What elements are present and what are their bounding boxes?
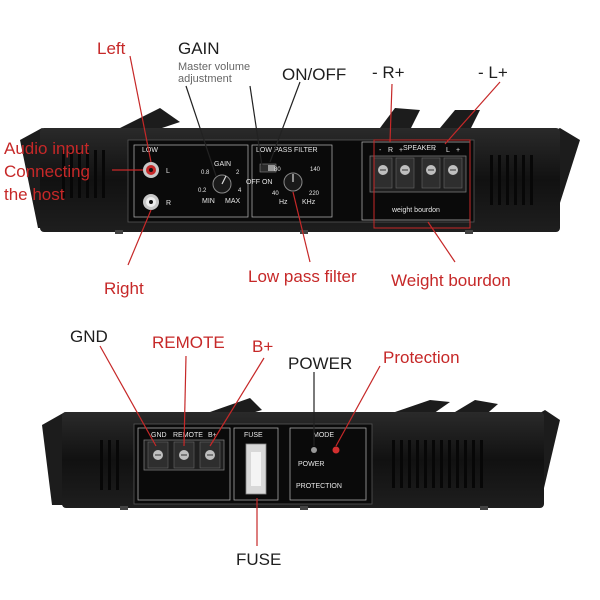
label-left: Left (97, 39, 126, 58)
gain-min-label: MIN (202, 198, 215, 205)
gain-knob-pointer (221, 175, 227, 185)
weight-bourdon-leader (427, 221, 456, 263)
r-plus-leader (389, 83, 393, 143)
panel-mode-label: MODE (313, 432, 334, 439)
gain-max-label: MAX (225, 198, 241, 205)
label-audio-input-3: the host (4, 185, 65, 204)
label-protection: Protection (383, 348, 460, 367)
panel-b-plus-label: B+ (208, 432, 217, 439)
lpf-switch-slider (268, 165, 275, 171)
top-amplifier: LOW L R GAIN 0.8 2 0.2 4 MIN MAX LOW PAS… (20, 108, 580, 234)
sp-r-label: R (388, 147, 393, 154)
label-right: Right (104, 279, 144, 298)
top-fin (120, 108, 180, 132)
gain-leader (185, 85, 217, 177)
on-off-leader-2 (269, 81, 301, 163)
rca-left-pin (149, 168, 153, 172)
lpf-tick-220: 220 (309, 191, 320, 197)
panel-l-label: L (166, 168, 170, 175)
sp-r-plus-label: + (399, 147, 403, 154)
panel-weight-bourdon: weight bourdon (391, 207, 440, 214)
lpf-section-frame (251, 144, 333, 218)
remote-leader (183, 355, 187, 447)
left-vents (62, 150, 105, 198)
gain-tick-02: 0.2 (198, 188, 207, 194)
right-vents (490, 155, 533, 205)
sp-l-label: L (446, 147, 450, 154)
speaker-highlight-box (373, 139, 471, 229)
label-gain: GAIN (178, 39, 220, 58)
label-l-plus: - L+ (478, 63, 508, 82)
lpf-tick-40: 40 (272, 191, 279, 197)
label-remote: REMOTE (152, 333, 225, 352)
mount-foot (300, 230, 308, 234)
lpf-hz-label: Hz (279, 199, 288, 206)
label-gnd: GND (70, 327, 108, 346)
power-led (311, 447, 317, 453)
label-audio-input-2: Connecting (4, 162, 90, 181)
gain-tick-08: 0.8 (201, 170, 210, 176)
label-fuse: FUSE (236, 550, 281, 569)
speaker-terminals (373, 157, 463, 189)
right-leader (127, 209, 152, 266)
fuse-frame (233, 427, 279, 501)
lpf-tick-80: 80 (274, 167, 281, 173)
label-low-pass-filter: Low pass filter (248, 267, 357, 286)
panel-gnd-label: GND (151, 432, 167, 439)
panel-gain-label: GAIN (214, 161, 231, 168)
label-r-plus: - R+ (372, 63, 405, 82)
mode-frame (289, 427, 367, 501)
low-section-frame (133, 144, 249, 218)
panel-low-label: LOW (142, 147, 158, 154)
lpf-tick-140: 140 (310, 167, 321, 173)
rca-right-pin (149, 200, 153, 204)
sp-l-minus-label: - (433, 147, 436, 154)
gnd-leader (99, 345, 157, 447)
fuse-glass (251, 452, 261, 486)
panel-off-on-label: OFF ON (246, 179, 272, 186)
label-weight-bourdon: Weight bourdon (391, 271, 511, 290)
protection-led (332, 446, 340, 454)
lpf-khz-label: KHz (302, 199, 316, 206)
bottom-amplifier: GND REMOTE B+ FUSE MODE POWER PROTECTION (42, 398, 560, 510)
mount-foot (120, 506, 128, 510)
l-plus-leader (444, 81, 501, 145)
panel-r-label: R (166, 200, 171, 207)
panel-protection-label: PROTECTION (296, 483, 342, 490)
mount-foot (115, 230, 123, 234)
label-audio-input-1: Audio input (4, 139, 89, 158)
gain-tick-4: 4 (238, 188, 242, 194)
mount-foot (465, 230, 473, 234)
protection-leader (335, 365, 381, 447)
sp-r-minus-label: - (379, 147, 382, 154)
lpf-leader (292, 191, 311, 263)
mount-foot (300, 506, 308, 510)
label-gain-note-2: adjustment (178, 73, 232, 85)
on-off-leader (249, 85, 263, 167)
label-power: POWER (288, 354, 352, 373)
gain-tick-2: 2 (236, 170, 240, 176)
b-plus-leader (209, 357, 265, 447)
top-fin (380, 108, 420, 130)
top-leader-lines (112, 55, 501, 266)
left-vents (100, 440, 119, 490)
panel-speaker-label: SPEAKER (403, 145, 436, 152)
sp-l-plus-label: + (456, 147, 460, 154)
panel-lpf-title: LOW PASS FILTER (256, 147, 318, 154)
bottom-leader-lines (99, 345, 381, 546)
label-b-plus: B+ (252, 337, 273, 356)
panel-power-label: POWER (298, 461, 324, 468)
panel-remote-label: REMOTE (173, 432, 203, 439)
mount-foot (480, 506, 488, 510)
left-leader (129, 55, 152, 163)
label-on-off: ON/OFF (282, 65, 346, 84)
label-gain-note-1: Master volume (178, 61, 250, 73)
panel-fuse-label: FUSE (244, 432, 263, 439)
right-vents (392, 440, 483, 488)
